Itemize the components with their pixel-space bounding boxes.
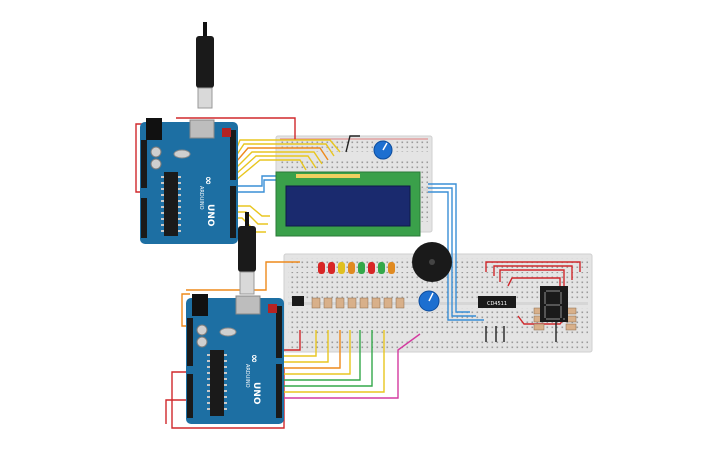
arduino-top-model: UNO	[205, 204, 215, 227]
arduino-top-board	[140, 122, 238, 244]
led-5	[358, 262, 365, 274]
resistor-row	[311, 297, 577, 331]
arduino-bottom-chip	[210, 350, 224, 416]
buzzer-icon	[412, 242, 452, 282]
arduino-bottom-usb-port	[235, 295, 261, 315]
led-row	[318, 262, 395, 274]
arduino-top-power-jack	[146, 118, 162, 140]
potentiometer-top-icon	[373, 140, 393, 160]
arduino-bottom-model: UNO	[251, 382, 261, 405]
decoder-chip-label: CD4511	[487, 301, 507, 307]
lcd-display	[275, 171, 421, 237]
arduino-bottom: ∞ ARDUINO UNO	[186, 294, 284, 424]
usb-cable-top-icon	[196, 22, 214, 109]
arduino-top-usb-port	[189, 119, 215, 139]
led-7	[378, 262, 385, 274]
lcd-screen	[285, 185, 411, 227]
transistor	[292, 296, 304, 306]
led-1	[318, 262, 325, 274]
arduino-top: ∞ ARDUINO UNO	[140, 118, 238, 244]
led-3	[338, 262, 345, 274]
arduino-bottom-infinity-icon: ∞	[248, 354, 261, 363]
led-2	[328, 262, 335, 274]
led-4	[348, 262, 355, 274]
seven-segment-display-icon	[540, 286, 568, 322]
decoder-chip: CD4511	[478, 296, 516, 308]
arduino-bottom-board	[186, 298, 284, 424]
arduino-bottom-power-jack	[192, 294, 208, 316]
arduino-top-logo: ARDUINO	[198, 186, 204, 210]
arduino-top-chip	[164, 172, 178, 236]
led-6	[368, 262, 375, 274]
usb-cable-bottom-icon	[238, 212, 256, 295]
arduino-bottom-reset-button	[268, 304, 277, 313]
arduino-top-reset-button	[222, 128, 231, 137]
arduino-top-infinity-icon: ∞	[202, 176, 215, 185]
led-8	[388, 262, 395, 274]
arduino-bottom-logo: ARDUINO	[244, 364, 250, 388]
potentiometer-bottom-icon	[418, 290, 440, 312]
